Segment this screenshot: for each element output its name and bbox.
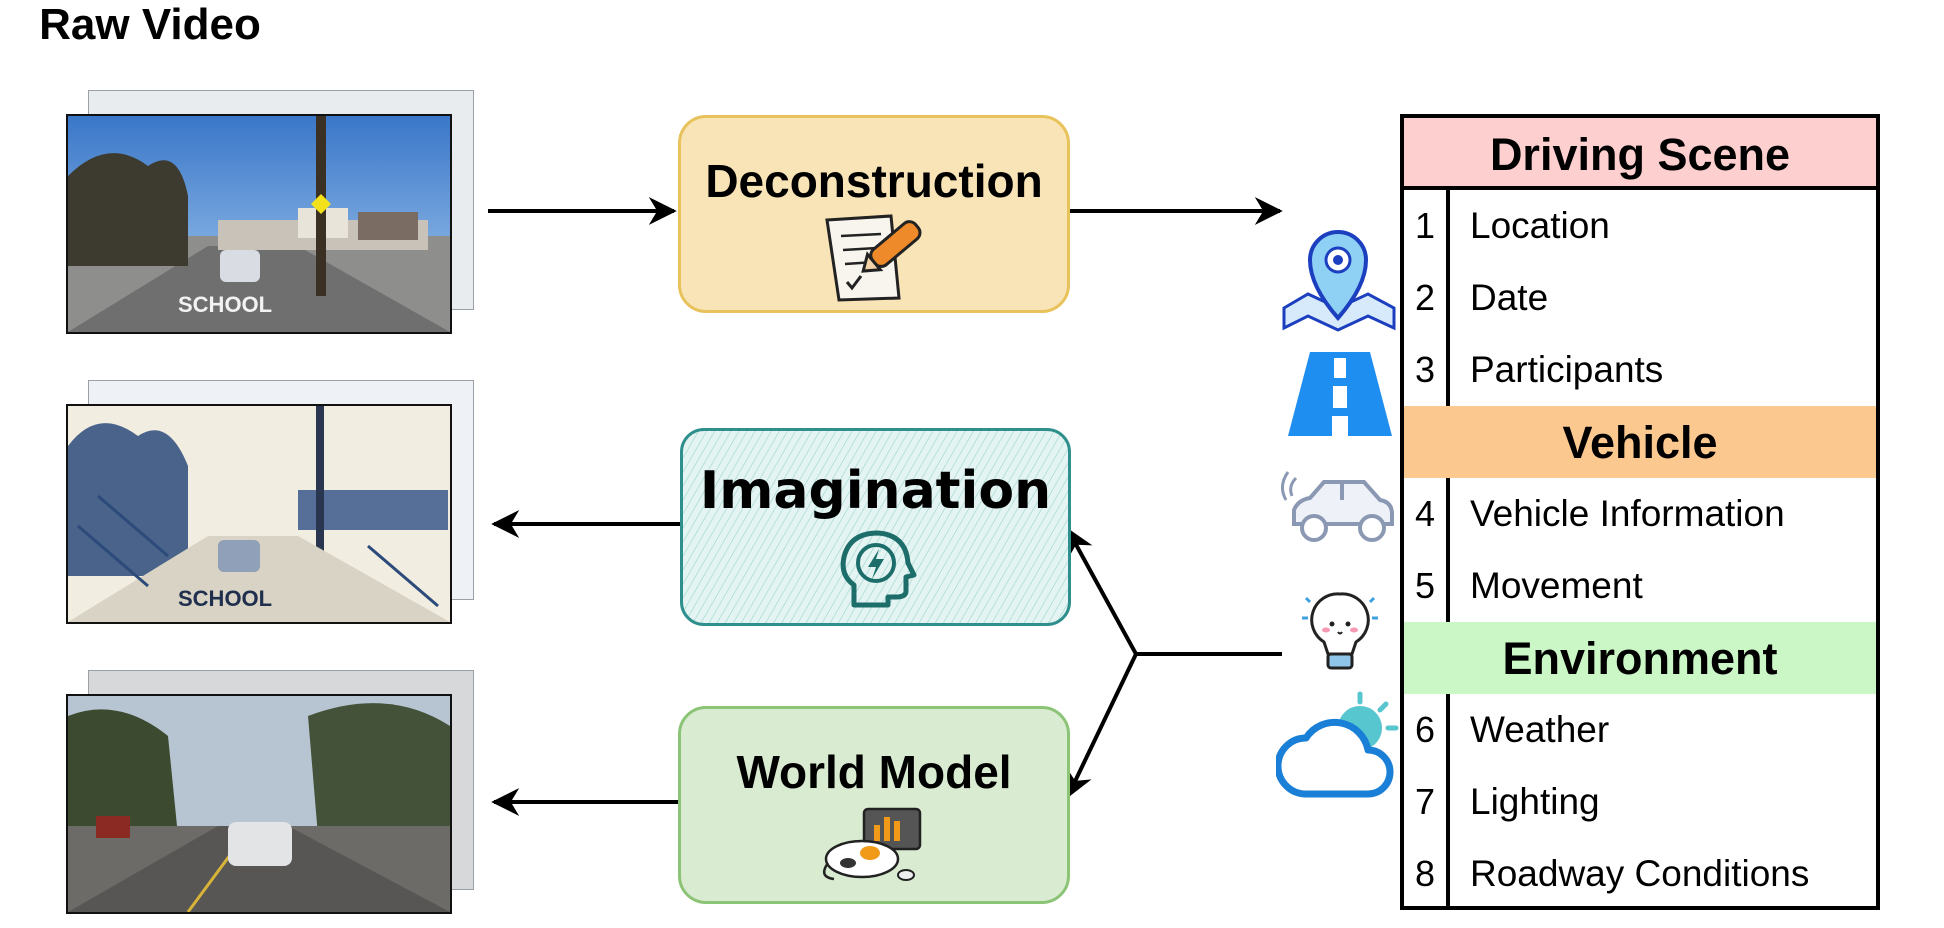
road-icon [1288, 352, 1392, 436]
row-label: Movement [1470, 565, 1643, 606]
map-pin-icon [1282, 230, 1396, 332]
row-label: Vehicle Information [1470, 493, 1785, 534]
table-row: 8 Roadway Conditions [1404, 838, 1876, 910]
row-label: Location [1470, 205, 1610, 246]
deconstruction-label: Deconstruction [705, 155, 1043, 207]
cat-laptop-icon [822, 807, 922, 881]
arrow-branch-to-world [1066, 653, 1138, 799]
row-label: Roadway Conditions [1470, 853, 1810, 894]
generated-video-frame [66, 694, 452, 914]
table-row: 4 Vehicle Information [1404, 478, 1876, 550]
svg-text:SCHOOL: SCHOOL [178, 586, 272, 611]
car-icon [1281, 471, 1394, 542]
arrow-branch-to-imag [1066, 527, 1138, 655]
imagined-video-frame: SCHOOL [66, 404, 452, 624]
svg-text:SCHOOL: SCHOOL [178, 292, 272, 317]
row-number: 2 [1404, 262, 1450, 334]
world-model-label: World Model [736, 746, 1012, 798]
row-label: Lighting [1470, 781, 1600, 822]
head-lightning-icon [840, 530, 916, 608]
document-pen-icon [825, 214, 922, 302]
lightbulb-icon [1302, 592, 1378, 670]
table-row: 2 Date [1404, 262, 1876, 334]
row-label: Participants [1470, 349, 1664, 390]
imagination-label: Imagination [699, 461, 1052, 521]
scene-attribute-table: Driving Scene 1 Location 2 Date 3 Partic… [1400, 114, 1880, 910]
world-model-box: World Model [678, 706, 1070, 904]
row-label: Weather [1470, 709, 1610, 750]
row-number: 3 [1404, 334, 1450, 406]
row-number: 8 [1404, 838, 1450, 910]
row-number: 4 [1404, 478, 1450, 550]
raw-video-title: Raw Video [39, 0, 261, 49]
section-driving-scene: Driving Scene [1404, 118, 1876, 190]
row-number: 5 [1404, 550, 1450, 622]
raw-video-frame: SCHOOL [66, 114, 452, 334]
cloud-sun-icon [1276, 691, 1399, 798]
table-row: 3 Participants [1404, 334, 1876, 406]
row-number: 1 [1404, 190, 1450, 262]
table-row: 5 Movement [1404, 550, 1876, 622]
section-vehicle: Vehicle [1404, 406, 1876, 478]
table-row: 6 Weather [1404, 694, 1876, 766]
table-row: 1 Location [1404, 190, 1876, 262]
imagination-box: Imagination [680, 428, 1071, 626]
row-number: 7 [1404, 766, 1450, 838]
row-number: 6 [1404, 694, 1450, 766]
deconstruction-box: Deconstruction [678, 115, 1070, 313]
table-row: 7 Lighting [1404, 766, 1876, 838]
section-environment: Environment [1404, 622, 1876, 694]
row-label: Date [1470, 277, 1549, 318]
